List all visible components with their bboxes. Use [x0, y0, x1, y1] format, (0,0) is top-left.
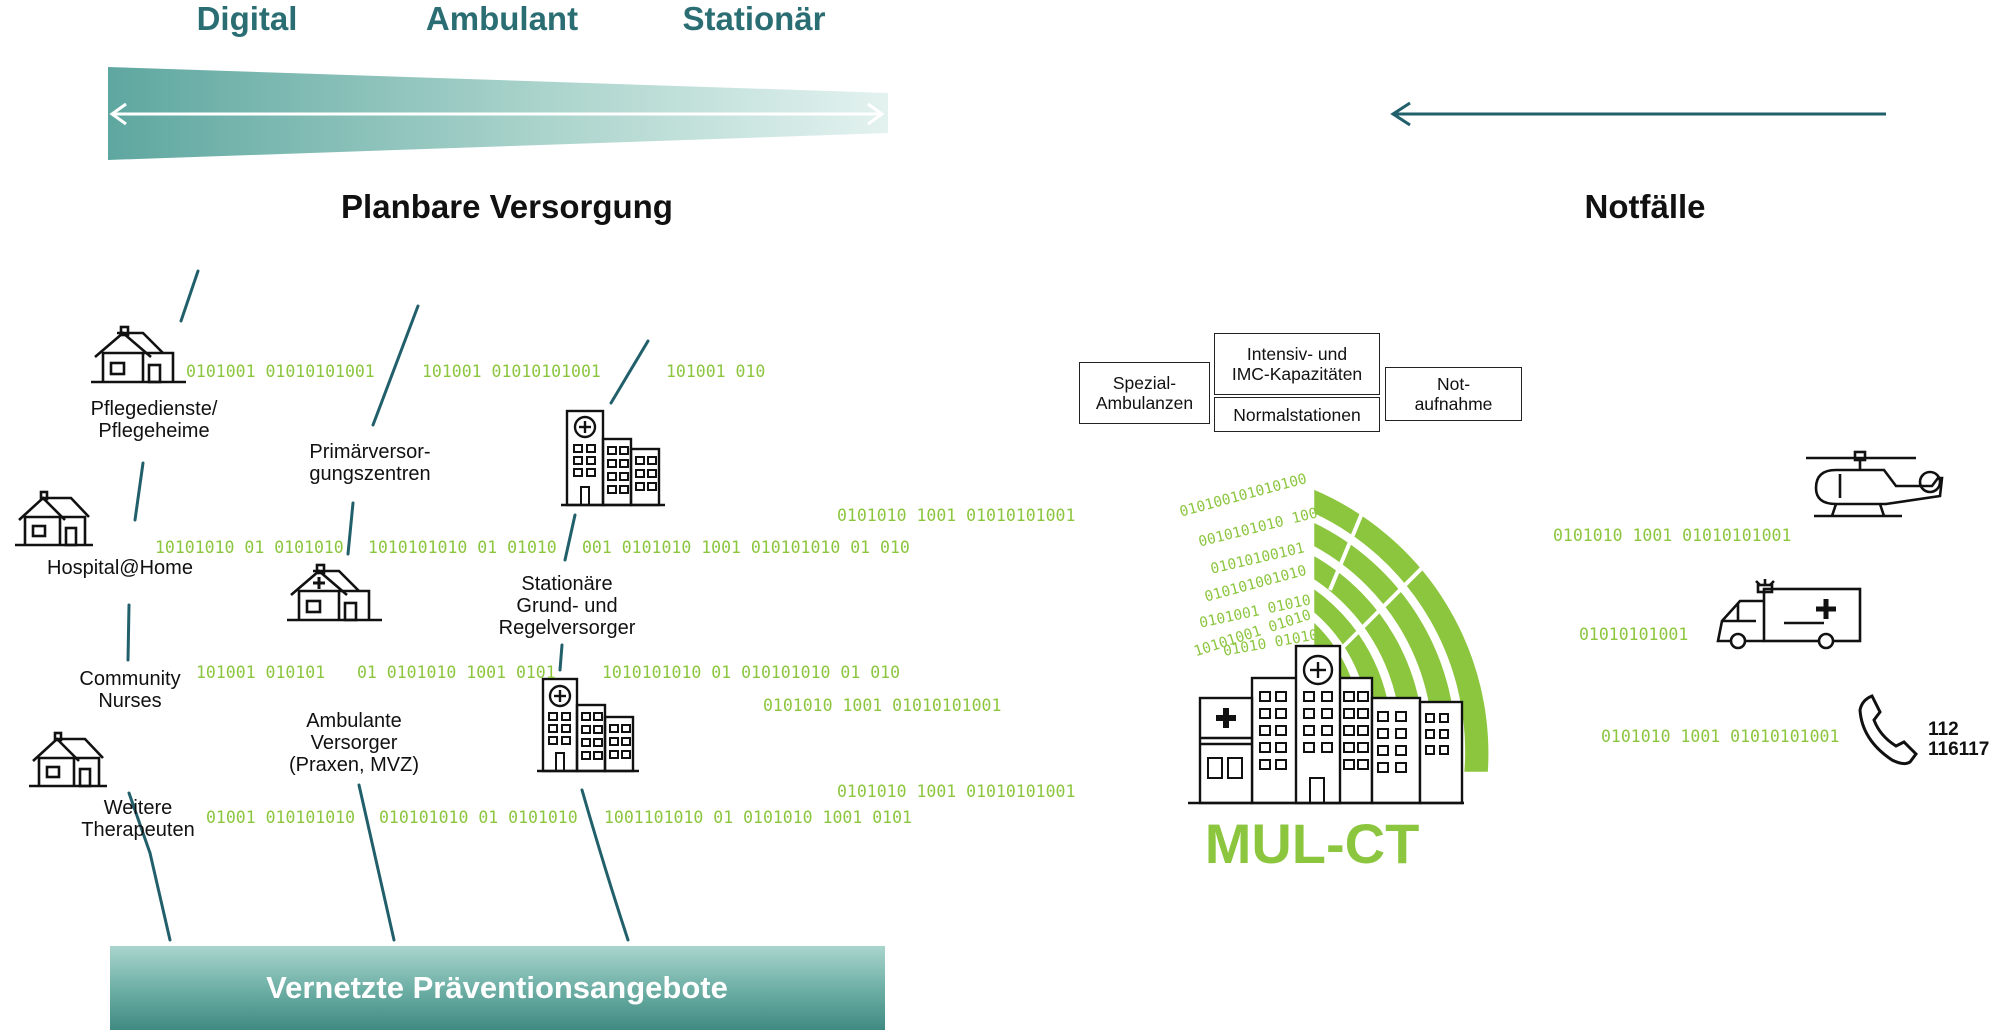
mulct-hospital-icon	[1188, 644, 1464, 805]
connector-line	[580, 788, 630, 942]
binary-stream: 0101001 01010101001	[186, 362, 375, 381]
connector-line	[563, 513, 577, 562]
left-arrow-icon	[1390, 101, 1886, 127]
hospital-icon	[561, 409, 665, 507]
home-care-icon	[287, 563, 382, 622]
mulct-arc-dividers	[1328, 469, 1462, 662]
connector-line	[127, 791, 152, 855]
double-arrow-icon	[109, 102, 885, 126]
prevention-band	[110, 946, 885, 1030]
connector-line	[133, 461, 145, 522]
binary-stream: 101001 010	[666, 362, 766, 381]
label-weitere-therapeuten: Weitere Therapeuten	[81, 797, 195, 841]
box-notaufnahme: Not- aufnahme	[1385, 367, 1522, 421]
binary-stream: 010101010 01 0101010	[379, 808, 578, 827]
hospital-icon	[537, 677, 639, 773]
binary-stream: 101001 01010101001	[422, 362, 601, 381]
brand-mulct: MUL-CT	[1204, 812, 1420, 875]
house-icon	[29, 731, 107, 788]
connector-line	[126, 603, 131, 662]
header-ambulant: Ambulant	[425, 0, 579, 37]
helicopter-icon	[1806, 450, 1944, 518]
box-spezial-ambulanzen: Spezial- Ambulanzen	[1079, 362, 1210, 424]
connector-line	[148, 851, 172, 942]
connector-line	[179, 269, 200, 323]
phone-numbers: 112 116117	[1928, 719, 1990, 760]
connector-line	[558, 643, 564, 672]
header-digital: Digital	[196, 0, 298, 37]
band-label: Vernetzte Präventionsangebote	[266, 970, 728, 1005]
label-pflegedienste: Pflegedienste/ Pflegeheime	[90, 398, 218, 442]
ambulance-icon	[1716, 579, 1862, 650]
binary-stream: 01010101001	[1579, 625, 1689, 644]
binary-stream: 0101010 1001 01010101001	[763, 696, 1002, 715]
binary-stream: 1010101010 01 01010	[368, 538, 557, 557]
header-stationaer: Stationär	[682, 0, 826, 37]
label-ambulante-versorger: Ambulante Versorger (Praxen, MVZ)	[288, 710, 420, 776]
box-normalstationen: Normalstationen	[1214, 397, 1380, 432]
connector-line	[609, 339, 650, 405]
house-icon	[15, 490, 93, 547]
binary-stream: 01001 010101010	[206, 808, 356, 827]
title-notfaelle: Notfälle	[1584, 188, 1706, 225]
binary-stream: 10101010 01 0101010	[155, 538, 344, 557]
label-primaerversorgungszentren: Primärversor- gungszentren	[309, 441, 431, 485]
binary-stream: 1001101010 01 0101010 1001 0101	[604, 808, 912, 827]
title-planbare-versorgung: Planbare Versorgung	[341, 188, 673, 225]
binary-stream: 0101010 1001 01010101001	[837, 506, 1076, 525]
label-hospital-home: Hospital@Home	[47, 557, 193, 579]
house-icon	[91, 325, 186, 384]
binary-stream: 001 0101010 1001 010101010 01 010	[582, 538, 910, 557]
binary-stream: 101001 010101	[196, 663, 326, 682]
binary-stream: 01 0101010 1001 0101	[357, 663, 556, 682]
connector-line	[371, 304, 420, 427]
connector-line	[346, 501, 355, 556]
binary-stream: 0101010 1001 01010101001	[1553, 526, 1792, 545]
binary-stream: 1010101010 01 010101010 01 010	[602, 663, 901, 682]
binary-stream: 0101010 1001 01010101001	[837, 782, 1076, 801]
box-intensiv-imc: Intensiv- und IMC-Kapazitäten	[1214, 333, 1380, 395]
connector-line	[357, 783, 396, 942]
label-community-nurses: Community Nurses	[79, 668, 181, 712]
binary-stream: 0101010 1001 01010101001	[1601, 727, 1840, 746]
label-stationaere-versorger: Stationäre Grund- und Regelversorger	[498, 573, 636, 639]
phone-icon	[1858, 694, 1918, 766]
